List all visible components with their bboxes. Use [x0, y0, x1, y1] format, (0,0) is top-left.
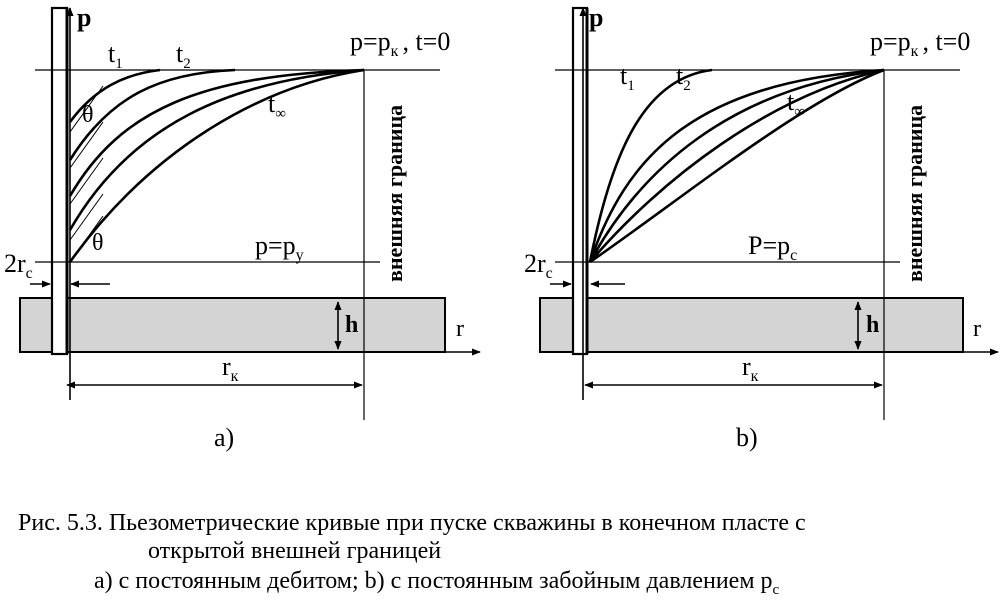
curve-label-tinf: t∞ [268, 89, 286, 122]
curve-t-infinity [68, 68, 365, 263]
top-condition-label: p=pк, t=0 [350, 27, 450, 60]
bottom-condition-label: P=pc [748, 231, 797, 264]
panel-b: p r внешняя граница p=pк, t=0 P=pc t1 t2… [524, 3, 999, 452]
reservoir-layer [19, 297, 446, 353]
caption-line-2: открытой внешней границей [148, 538, 442, 564]
thickness-label: h [866, 312, 879, 338]
bottom-condition-label: p=pу [255, 231, 304, 264]
p-axis-label: p [77, 3, 91, 32]
caption-line-3-text: а) с постоянным дебитом; b) с постоянным… [94, 568, 773, 594]
panel-label-b: b) [736, 423, 758, 452]
caption-line-3: а) с постоянным дебитом; b) с постоянным… [94, 568, 779, 599]
top-condition-label: p=pк, t=0 [870, 27, 970, 60]
well-bore [50, 6, 69, 356]
r-axis-label: r [456, 316, 464, 342]
rk-label: rк [222, 352, 239, 385]
tangent-lines [69, 85, 104, 263]
thickness-label: h [345, 312, 358, 338]
curve-t1 [68, 68, 161, 123]
curve-t3 [68, 68, 365, 197]
curve-label-t2: t2 [176, 39, 191, 72]
curve-t3 [588, 68, 885, 263]
well-radius-label: 2rс [4, 249, 33, 282]
panel-label-a: a) [214, 423, 234, 452]
angle-label-upper: θ [82, 102, 94, 128]
outer-boundary-label: внешняя граница [382, 105, 407, 282]
reservoir-layer [539, 297, 964, 353]
curve-t4 [589, 68, 885, 263]
curve-t1 [588, 68, 713, 263]
curve-t-infinity [589, 68, 885, 264]
r-axis-label: r [973, 316, 981, 342]
well-bore [571, 6, 589, 356]
curve-label-t1: t1 [108, 39, 123, 72]
curve-t2 [68, 68, 236, 161]
well-radius-label: 2rс [524, 249, 553, 282]
caption-line-1: Рис. 5.3. Пьезометрические кривые при пу… [18, 510, 806, 536]
curve-label-t2: t2 [676, 61, 691, 94]
pressure-curves [588, 68, 885, 264]
p-axis-label: p [589, 3, 603, 32]
curve-t4 [68, 68, 365, 231]
pressure-curves [68, 68, 365, 263]
curve-label-tinf: t∞ [787, 87, 805, 120]
angle-label-lower: θ [92, 230, 104, 256]
curve-t2 [588, 68, 885, 263]
curve-label-t1: t1 [620, 61, 635, 94]
figure-diagram: p r внешняя граница p=pк, t=0 p=pу [4, 3, 999, 452]
rk-label: rк [742, 352, 759, 385]
outer-boundary-label: внешняя граница [902, 105, 927, 282]
panel-a: p r внешняя граница p=pк, t=0 p=pу [4, 3, 481, 452]
caption-line-3-sub: c [772, 582, 780, 598]
